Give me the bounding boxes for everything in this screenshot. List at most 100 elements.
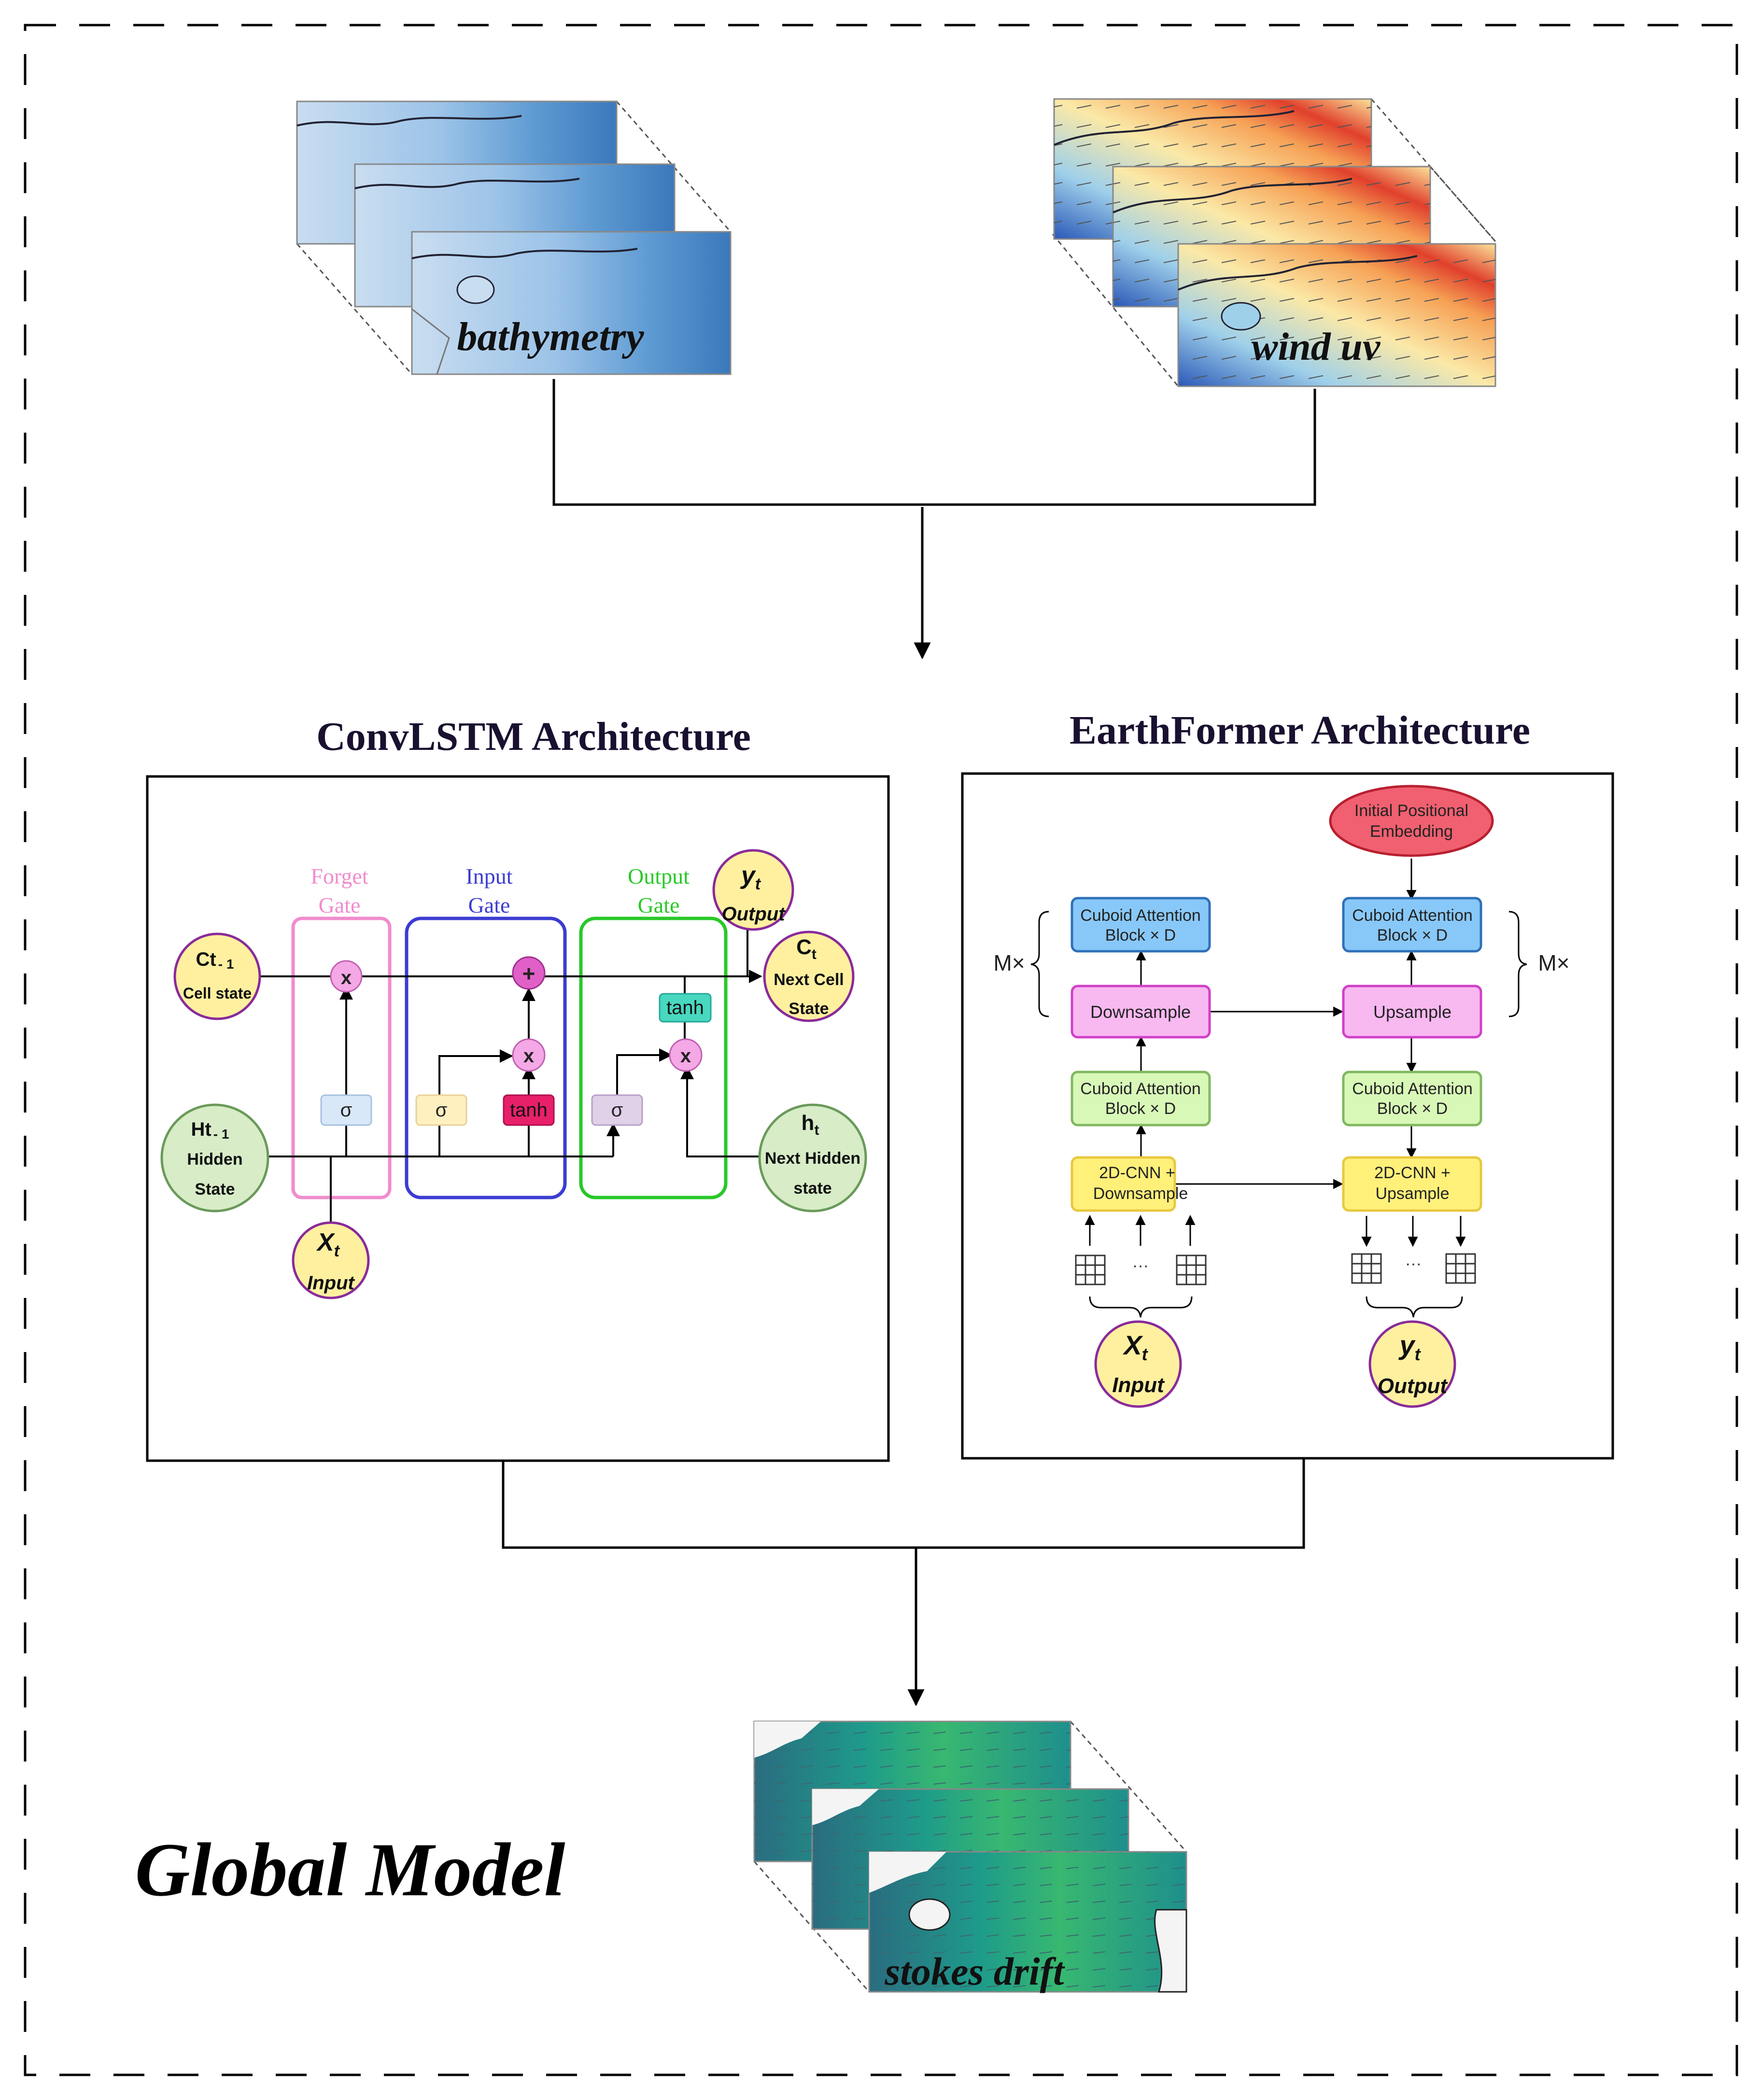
svg-text:Next Hidden: Next Hidden bbox=[765, 1149, 860, 1168]
input-grid-icon-left bbox=[1075, 1254, 1106, 1285]
svg-text:State: State bbox=[195, 1180, 235, 1198]
svg-text:σ: σ bbox=[340, 1099, 352, 1121]
output-gate-box bbox=[579, 916, 728, 1199]
svg-text:x: x bbox=[523, 1045, 534, 1067]
svg-text:x: x bbox=[341, 967, 352, 988]
input-sigma-box: σ bbox=[415, 1094, 467, 1126]
svg-text:Cuboid Attention: Cuboid Attention bbox=[1080, 906, 1201, 925]
downsample-block: Downsample bbox=[1071, 985, 1211, 1039]
output-tanh-box: tanh bbox=[659, 993, 712, 1023]
next-cell-state-node: Ct Next Cell State bbox=[763, 930, 855, 1022]
svg-text:Input: Input bbox=[1112, 1373, 1165, 1397]
encoder-cuboid-block-top: Cuboid Attention Block × D bbox=[1071, 897, 1211, 953]
svg-text:Cell state: Cell state bbox=[183, 985, 252, 1002]
svg-text:Ct- 1: Ct- 1 bbox=[196, 949, 234, 972]
positional-embedding-ellipse: Initial Positional Embedding bbox=[1329, 785, 1494, 857]
output-sigma-box: σ bbox=[591, 1094, 643, 1126]
svg-text:yt: yt bbox=[740, 861, 761, 893]
encoder-cuboid-block-bottom: Cuboid Attention Block × D bbox=[1071, 1071, 1211, 1127]
svg-text:Block × D: Block × D bbox=[1377, 926, 1448, 944]
svg-text:Ht- 1: Ht- 1 bbox=[191, 1119, 229, 1142]
forget-mult-op: x bbox=[330, 960, 363, 993]
output-ellipsis: ··· bbox=[1405, 1254, 1422, 1273]
svg-text:Hidden: Hidden bbox=[187, 1150, 242, 1169]
svg-text:Block × D: Block × D bbox=[1105, 926, 1176, 944]
bathymetry-label: bathymetry bbox=[457, 314, 644, 359]
svg-text:Upsample: Upsample bbox=[1373, 1002, 1451, 1022]
svg-text:2D-CNN +: 2D-CNN + bbox=[1099, 1164, 1175, 1182]
svg-text:Output: Output bbox=[721, 903, 786, 925]
earthformer-wiring bbox=[1030, 859, 1527, 1318]
svg-text:Xt: Xt bbox=[316, 1228, 340, 1260]
svg-text:Upsample: Upsample bbox=[1375, 1184, 1449, 1203]
output-grid-icon-right bbox=[1445, 1253, 1476, 1284]
forget-gate-box bbox=[291, 916, 392, 1199]
wind-uv-label: wind uv bbox=[1252, 324, 1381, 368]
svg-text:Embedding: Embedding bbox=[1370, 822, 1453, 841]
svg-text:2D-CNN +: 2D-CNN + bbox=[1374, 1164, 1451, 1182]
prev-cell-state-node: Ct- 1 Cell state bbox=[173, 932, 261, 1020]
input-tanh-box: tanh bbox=[503, 1094, 555, 1126]
output-mult-op: x bbox=[669, 1038, 703, 1072]
svg-text:Output: Output bbox=[1378, 1374, 1449, 1398]
output-grid-icon-left bbox=[1351, 1253, 1382, 1284]
input-gate-label-1: Input bbox=[465, 864, 512, 888]
decoder-cuboid-block-bottom: Cuboid Attention Block × D bbox=[1342, 1071, 1482, 1127]
cnn-upsample-block: 2D-CNN + Upsample bbox=[1342, 1156, 1482, 1212]
svg-text:Xt: Xt bbox=[1122, 1330, 1148, 1364]
svg-text:σ: σ bbox=[611, 1099, 623, 1121]
convlstm-title: ConvLSTM Architecture bbox=[316, 714, 751, 759]
input-ellipsis: ··· bbox=[1132, 1256, 1149, 1275]
svg-text:state: state bbox=[793, 1179, 831, 1198]
earthformer-panel bbox=[961, 772, 1614, 1460]
svg-text:tanh: tanh bbox=[510, 1099, 548, 1121]
input-gate-box bbox=[405, 916, 567, 1199]
svg-text:yt: yt bbox=[1398, 1330, 1421, 1364]
decoder-cuboid-block-top: Cuboid Attention Block × D bbox=[1342, 897, 1482, 953]
outer-dashed-border bbox=[24, 24, 1738, 2076]
prev-hidden-state-node: Ht- 1 Hidden State bbox=[160, 1103, 269, 1212]
forget-gate-label-1: Forget bbox=[310, 864, 368, 888]
svg-text:Ct: Ct bbox=[796, 935, 817, 962]
svg-text:Downsample: Downsample bbox=[1090, 1002, 1191, 1022]
input-merge-connector bbox=[552, 379, 1316, 660]
earthformer-output-node: yt Output bbox=[1368, 1320, 1456, 1408]
earthformer-input-node: Xt Input bbox=[1094, 1320, 1182, 1408]
svg-text:ht: ht bbox=[802, 1111, 819, 1138]
stokes-drift-map-stack bbox=[753, 1720, 1187, 1993]
cell-add-op: + bbox=[512, 956, 546, 990]
svg-text:Initial Positional: Initial Positional bbox=[1354, 802, 1468, 820]
svg-text:Downsample: Downsample bbox=[1093, 1184, 1188, 1203]
svg-text:Next Cell: Next Cell bbox=[774, 971, 844, 989]
svg-text:+: + bbox=[522, 961, 535, 986]
upsample-block: Upsample bbox=[1342, 985, 1482, 1039]
decoder-repeat-label: M× bbox=[1538, 950, 1569, 975]
next-hidden-state-node: ht Next Hidden state bbox=[758, 1103, 867, 1212]
forget-sigma-box: σ bbox=[320, 1094, 372, 1126]
model-merge-connector bbox=[502, 1459, 1305, 1706]
svg-text:tanh: tanh bbox=[666, 997, 704, 1018]
input-gate-label-2: Gate bbox=[468, 893, 510, 917]
svg-text:Block × D: Block × D bbox=[1105, 1099, 1176, 1118]
output-y-node: yt Output bbox=[712, 849, 794, 931]
svg-text:Cuboid Attention: Cuboid Attention bbox=[1352, 906, 1473, 925]
encoder-repeat-label: M× bbox=[993, 950, 1025, 975]
svg-text:State: State bbox=[789, 1000, 829, 1018]
cnn-downsample-block: 2D-CNN + Downsample bbox=[1071, 1156, 1188, 1212]
bathymetry-map-stack bbox=[296, 100, 732, 375]
svg-text:Input: Input bbox=[307, 1272, 355, 1294]
svg-text:σ: σ bbox=[436, 1099, 448, 1121]
svg-text:Cuboid Attention: Cuboid Attention bbox=[1352, 1080, 1473, 1098]
earthformer-title: EarthFormer Architecture bbox=[1070, 708, 1530, 753]
svg-text:Cuboid Attention: Cuboid Attention bbox=[1080, 1080, 1201, 1098]
svg-text:x: x bbox=[680, 1045, 691, 1067]
svg-text:Block × D: Block × D bbox=[1377, 1099, 1448, 1118]
input-x-node: Xt Input bbox=[292, 1221, 370, 1299]
wind-map-stack bbox=[1052, 98, 1496, 387]
input-mult-op: x bbox=[512, 1038, 546, 1072]
output-gate-label-2: Gate bbox=[638, 893, 680, 917]
stokes-drift-label: stokes drift bbox=[884, 1949, 1065, 1993]
output-gate-label-1: Output bbox=[628, 864, 690, 888]
